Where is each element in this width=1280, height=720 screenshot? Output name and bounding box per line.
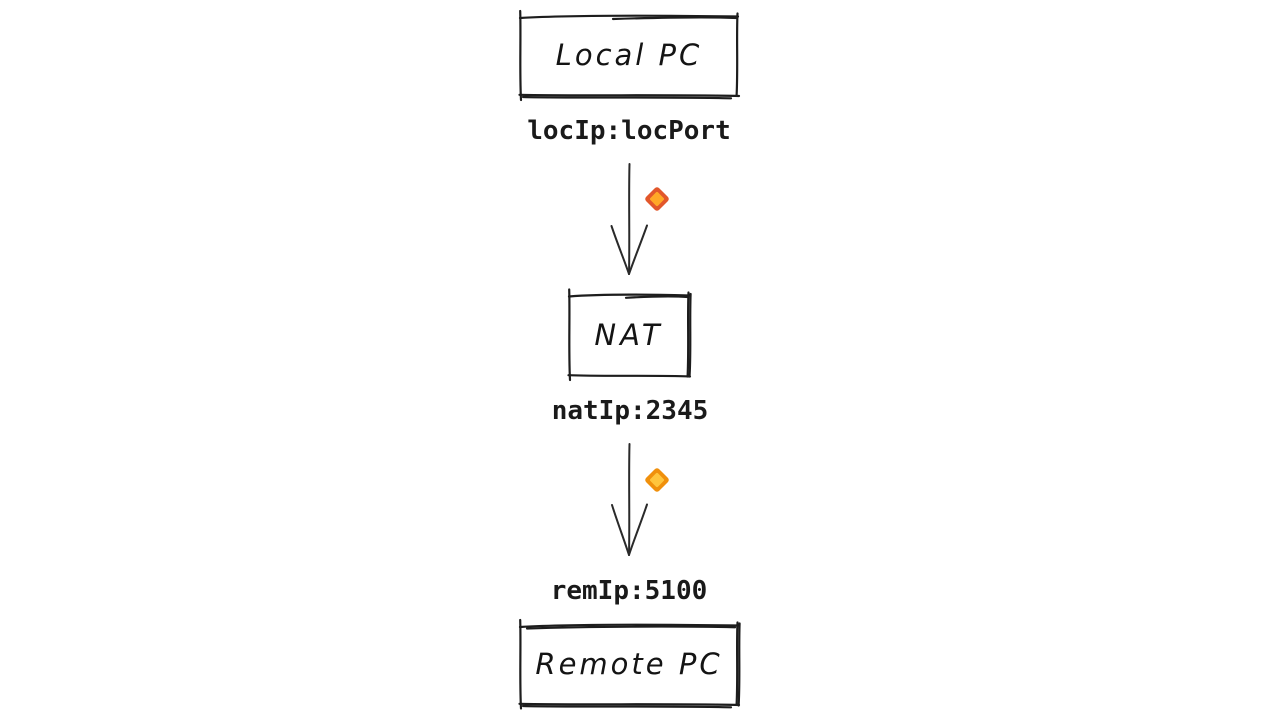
local-endpoint-label[interactable]: locIp:locPort (527, 116, 731, 146)
node-remote-pc-label: Remote PC (535, 646, 723, 681)
node-local-pc[interactable]: Local PC (517, 9, 741, 102)
node-nat-label: NAT (594, 317, 664, 352)
arrow-local-to-nat[interactable] (604, 162, 654, 280)
orange-diamond-icon[interactable] (643, 185, 671, 213)
nat-endpoint-label[interactable]: natIp:2345 (551, 396, 709, 426)
diamond-fill (649, 191, 665, 207)
node-local-pc-label: Local PC (555, 37, 703, 72)
arrow-nat-to-remote[interactable] (604, 442, 654, 560)
orange-diamond-icon[interactable] (643, 466, 671, 494)
diamond-fill (649, 472, 665, 488)
node-remote-pc[interactable]: Remote PC (517, 618, 741, 710)
node-nat[interactable]: NAT (566, 288, 692, 382)
remote-endpoint-label[interactable]: remIp:5100 (550, 576, 708, 606)
